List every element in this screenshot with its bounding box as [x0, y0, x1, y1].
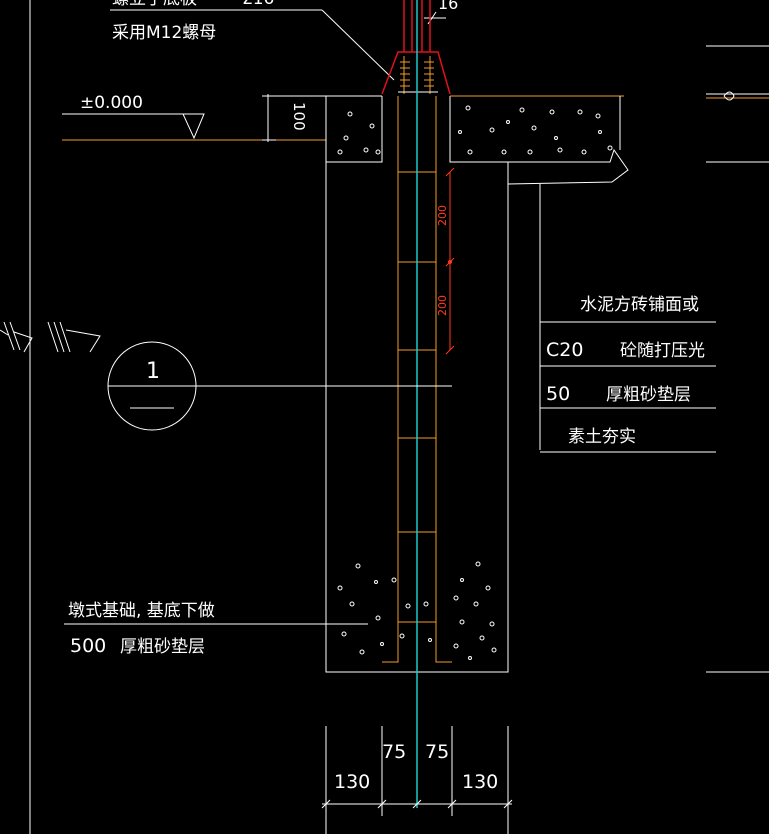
foundation-note-line1: 墩式基础, 基底下做 — [68, 601, 215, 621]
floor-slab — [449, 95, 629, 450]
bolt-threads — [398, 56, 438, 94]
floor-layer-2b: 砼随打压光 — [620, 341, 705, 361]
dim-left-outer: 130 — [334, 771, 370, 793]
top-note-right: Σ16 — [242, 0, 274, 9]
floor-layer-1: 水泥方砖铺面或 — [580, 295, 699, 315]
top-note-nut: 采用M12螺母 — [112, 23, 216, 43]
section-marker-number: 1 — [146, 359, 160, 384]
rebar-longitudinal — [382, 96, 452, 663]
elevation-label: ±0.000 — [80, 93, 143, 113]
right-edge-lines — [706, 45, 769, 673]
foundation-note-text: 厚粗砂垫层 — [120, 637, 205, 657]
elevation-triangle — [182, 113, 205, 140]
depth-dim-text: 100 — [290, 102, 308, 131]
floor-layer-2a: C20 — [546, 339, 583, 361]
floor-layer-4: 素土夯实 — [568, 427, 636, 447]
floor-layer-table — [540, 321, 716, 453]
foundation-note-value: 500 — [70, 635, 106, 657]
earth-hatch-left — [0, 321, 101, 353]
anchor-bolt-plate — [381, 0, 451, 95]
floor-layer-3a: 50 — [546, 383, 570, 405]
top-note-leader — [321, 9, 395, 81]
bolt-dim-text: 16 — [438, 0, 458, 13]
dim-left-inner: 75 — [382, 741, 406, 763]
floor-layer-3b: 厚粗砂垫层 — [606, 385, 691, 405]
dim-right-outer: 130 — [462, 771, 498, 793]
stirrup-dim-lower: 200 — [436, 295, 449, 316]
top-note-partial: 螺立于底板 — [112, 0, 197, 9]
dim-right-inner: 75 — [425, 741, 449, 763]
concrete-dots-slab — [458, 105, 613, 155]
stirrup-dim-upper: 200 — [436, 205, 449, 226]
concrete-dots-bottom — [337, 561, 497, 660]
stirrup-dim — [445, 167, 455, 355]
concrete-dots-top-left — [337, 111, 381, 155]
bottom-dims — [321, 726, 513, 834]
